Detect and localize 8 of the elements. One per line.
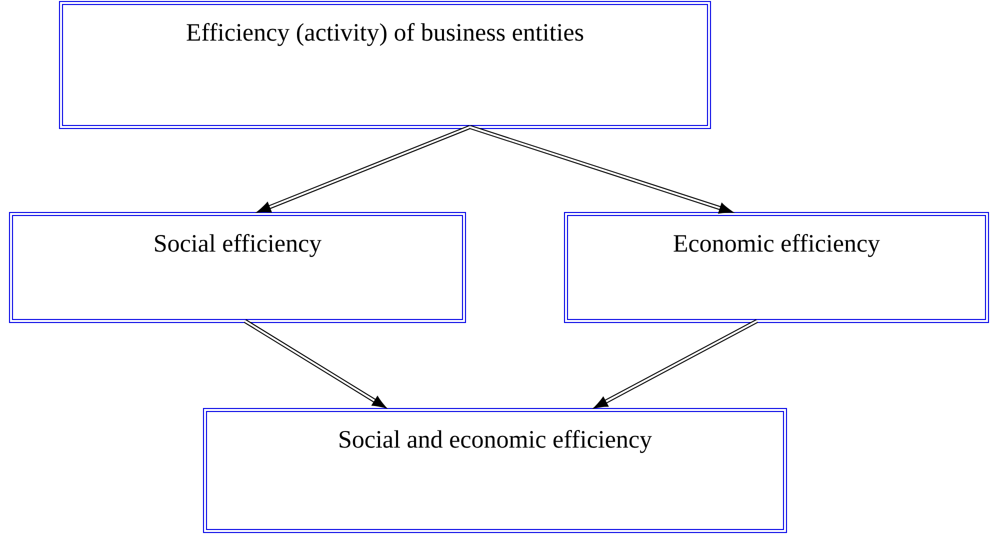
arrow: [469, 125, 734, 214]
arrow: [244, 319, 387, 408]
process-box: Efficiency (activity) of business entities: [59, 1, 711, 129]
process-box: Social and economic efficiency: [203, 408, 787, 533]
arrow: [256, 125, 471, 213]
process-box: Social efficiency: [9, 212, 466, 323]
process-box: Economic efficiency: [564, 212, 989, 323]
arrow: [593, 319, 758, 409]
